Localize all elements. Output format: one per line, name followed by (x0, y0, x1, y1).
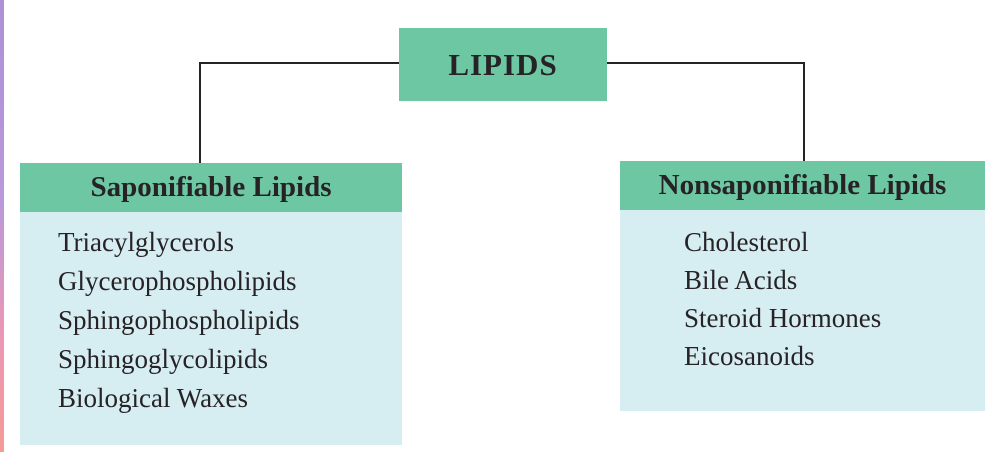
branch-item: Bile Acids (684, 265, 798, 295)
branch-item: Sphingophospholipids (58, 305, 300, 335)
branch-item: Sphingoglycolipids (58, 344, 269, 374)
branch-saponifiable-title: Saponifiable Lipids (20, 163, 402, 212)
branch-item: Cholesterol (684, 227, 809, 257)
branch-item: Glycerophospholipids (58, 266, 297, 296)
branch-nonsaponifiable-title: Nonsaponifiable Lipids (620, 161, 985, 210)
branch-nonsaponifiable-list: Cholesterol Bile Acids Steroid Hormones … (620, 210, 985, 411)
branch-item: Biological Waxes (58, 383, 249, 413)
connector-left-horizontal (199, 62, 399, 64)
connector-right-vertical (803, 62, 805, 163)
branch-nonsaponifiable-lipids: Nonsaponifiable Lipids Cholesterol Bile … (620, 161, 985, 411)
branch-saponifiable-list: Triacylglycerols Glycerophospholipids Sp… (20, 212, 402, 445)
connector-left-vertical (199, 62, 201, 165)
branch-item: Steroid Hormones (684, 303, 882, 333)
page-edge-gradient (0, 0, 4, 452)
connector-right-horizontal (607, 62, 805, 64)
root-node-label: LIPIDS (448, 46, 558, 82)
branch-saponifiable-lipids: Saponifiable Lipids Triacylglycerols Gly… (20, 163, 402, 445)
root-node-lipids: LIPIDS (399, 28, 607, 101)
branch-item: Triacylglycerols (58, 227, 234, 257)
branch-item: Eicosanoids (684, 341, 815, 371)
